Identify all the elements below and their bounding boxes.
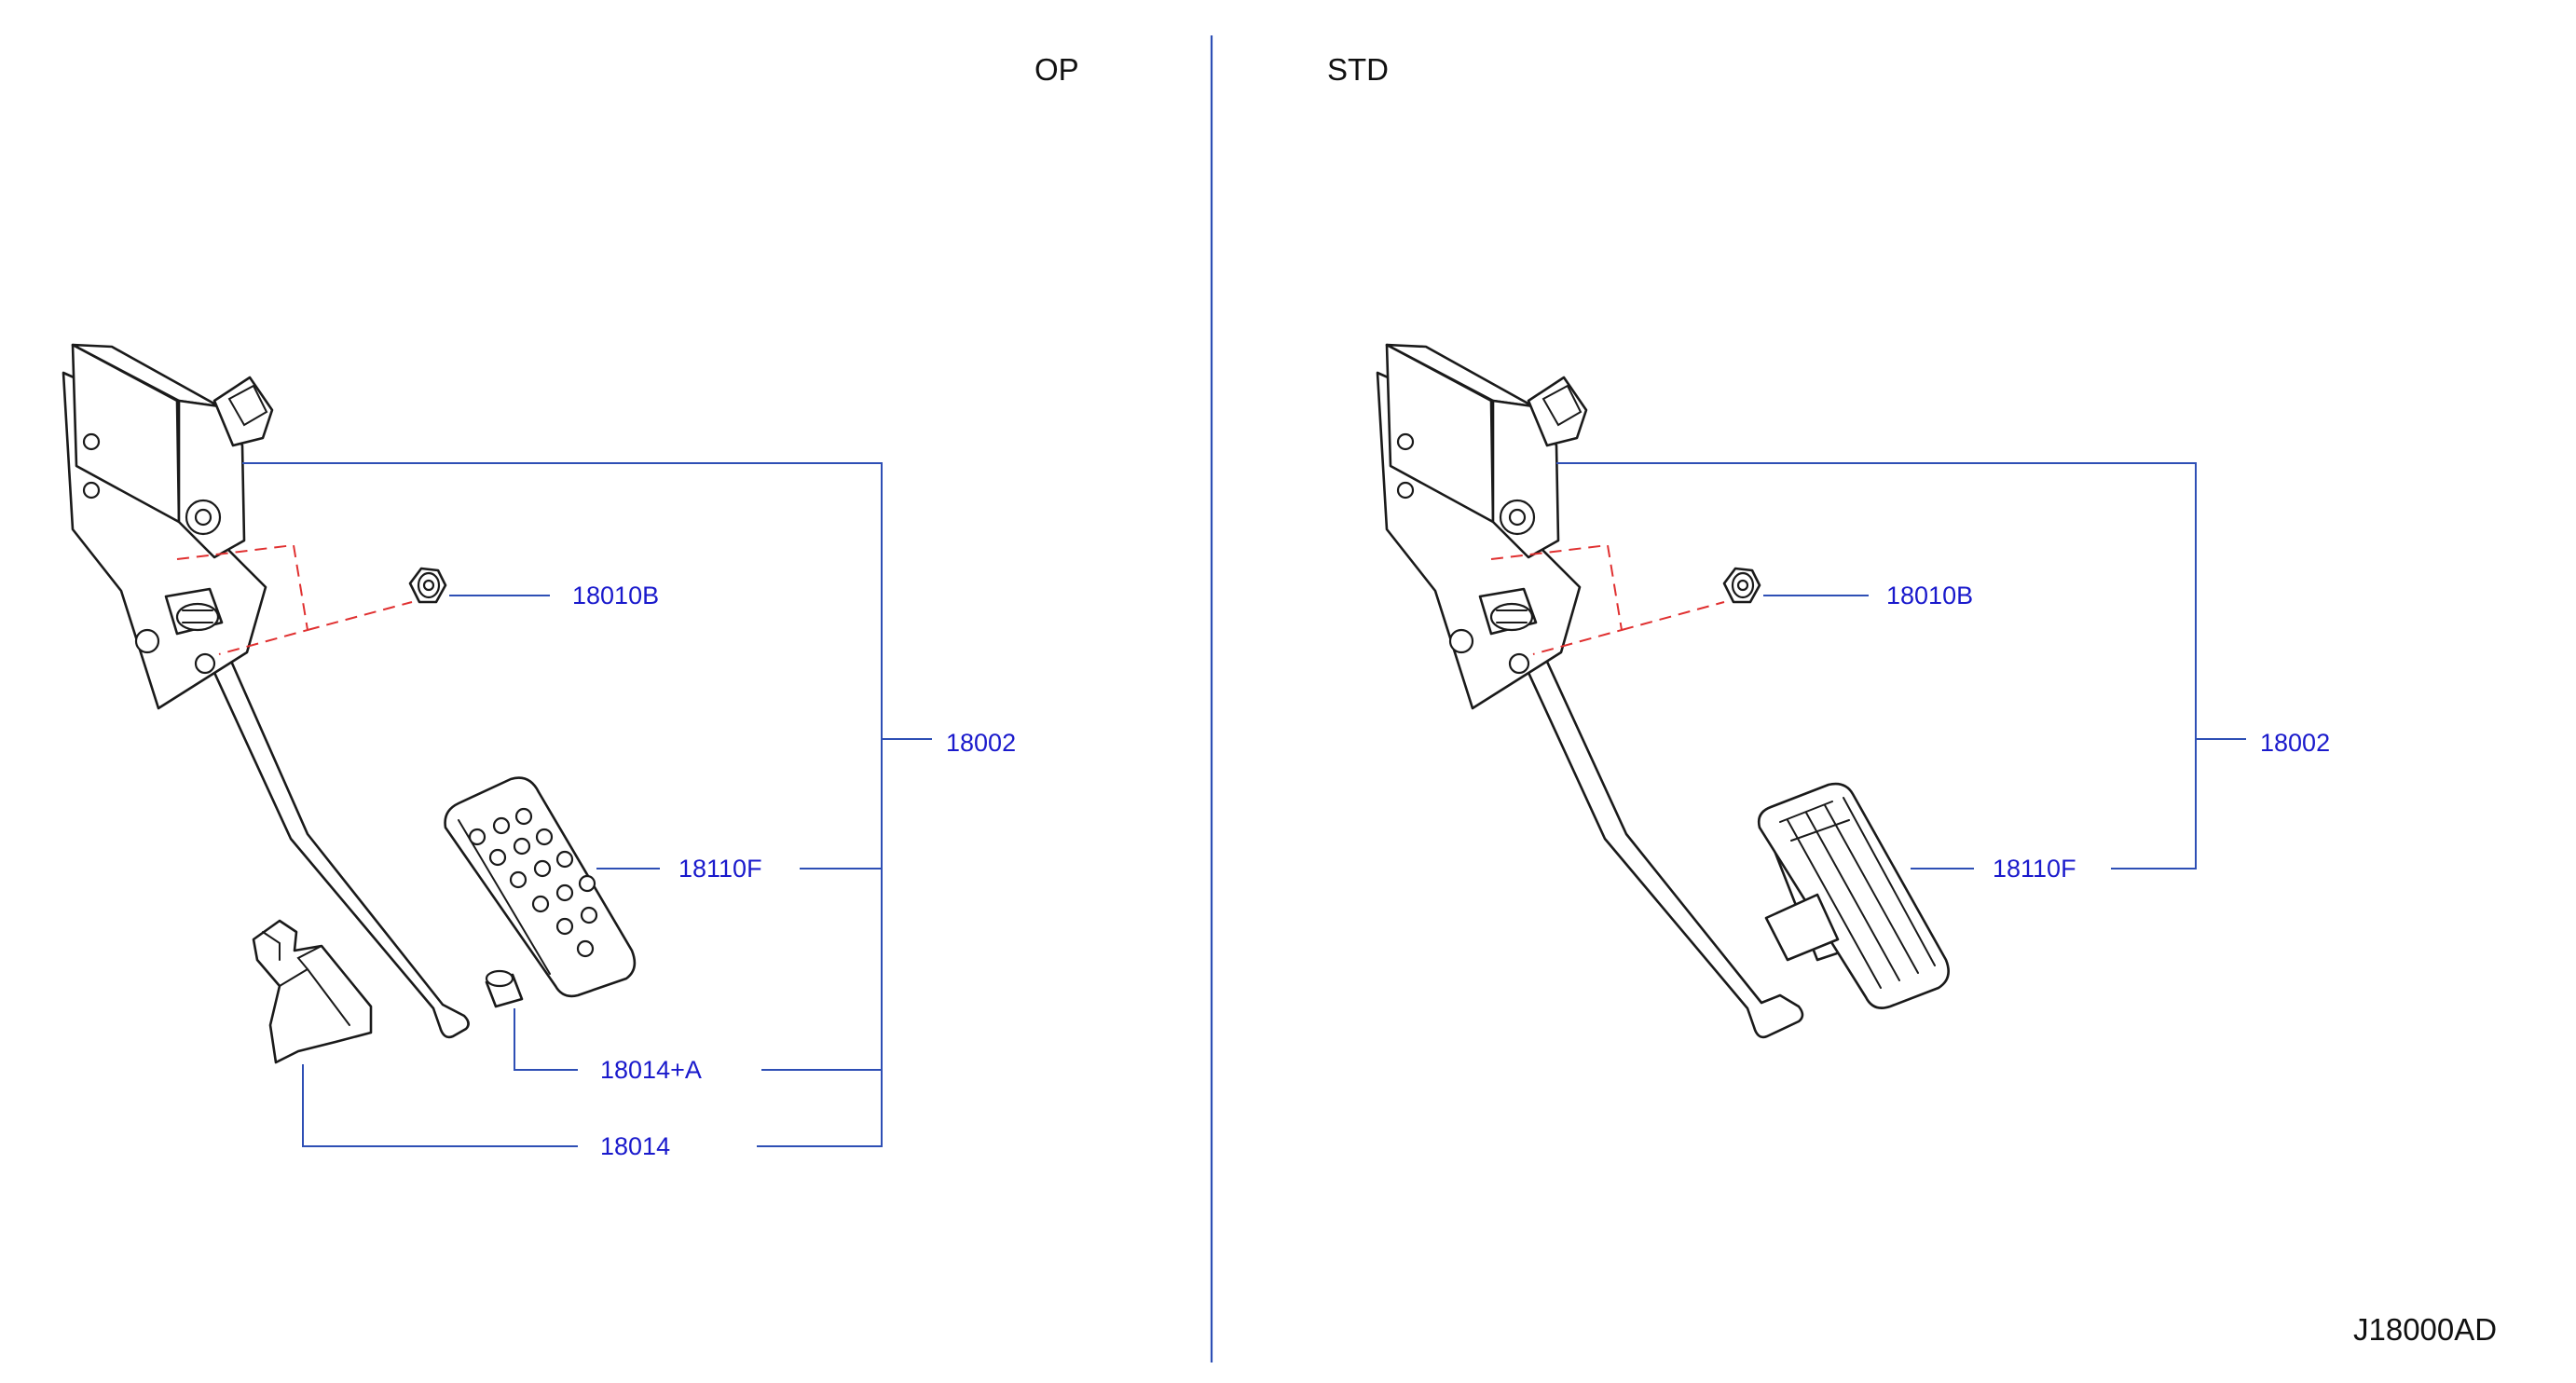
op-kickdown-bracket [252,919,373,1064]
op-mount-hole-2 [82,481,101,500]
std-assembly-leader [1556,462,2246,870]
op-pedal-pad [444,776,637,998]
op-stopper-partnum: 18014+A [600,1056,702,1084]
op-stopper-leader [514,1008,578,1071]
std-stud [1448,628,1474,654]
op-stud [134,628,160,654]
std-assembly-partnum: 18002 [2260,729,2330,757]
op-spring-coil [175,602,220,632]
std-pad-partnum: 18110F [1993,855,2076,883]
op-bracket-partnum: 18014 [600,1132,670,1160]
op-assembly-leader [242,462,932,1147]
std-nut-partnum: 18010B [1886,582,1973,609]
std-mount-hole-1 [1396,432,1415,451]
section-label-std: STD [1327,52,1389,87]
op-pedal-arm [161,559,470,1039]
op-assembly-partnum: 18002 [946,729,1016,757]
std-pedal-pad [1757,782,1950,1009]
op-stud-2 [194,652,216,675]
diagram-code: J18000AD [2353,1312,2497,1347]
op-nut [408,567,447,604]
section-label-op: OP [1035,52,1079,87]
op-nut-partnum: 18010B [572,582,659,609]
std-spring-coil [1489,602,1534,632]
std-stud-2 [1508,652,1530,675]
std-pedal-assembly [1376,343,1804,1039]
op-stopper [485,969,524,1008]
op-mount-hole-1 [82,432,101,451]
op-pad-partnum: 18110F [678,855,762,883]
op-bracket-leader [302,1064,578,1147]
std-nut-location-indicator [1490,543,1725,655]
op-pivot-hole-inner [194,508,212,527]
std-nut [1722,567,1761,604]
op-nut-location-indicator [176,543,413,655]
std-mount-hole-2 [1396,481,1415,500]
std-pivot-hole-inner [1508,508,1527,527]
op-pedal-assembly [62,343,470,1039]
